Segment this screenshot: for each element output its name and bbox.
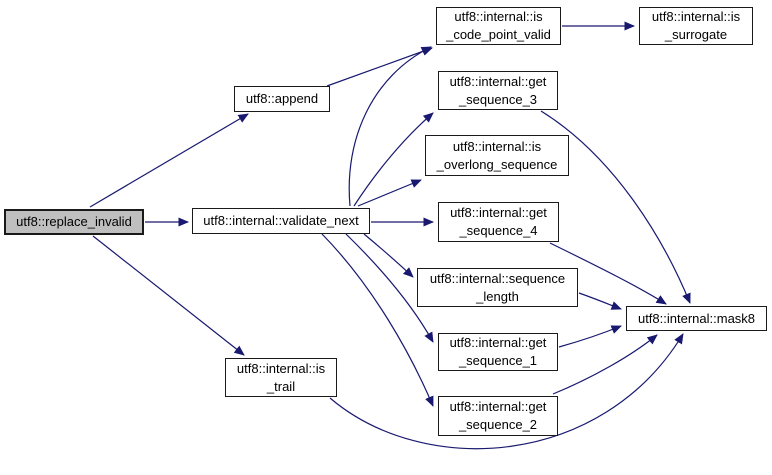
node-label-line: utf8::internal::is (236, 360, 326, 376)
edge-validate_next-to-is_code_point_valid (348, 46, 432, 207)
node-label-line: utf8::internal::get (449, 335, 547, 350)
node-label-line: _sequence_2 (458, 417, 538, 432)
node-label-line: _surrogate (664, 27, 728, 42)
node-label-line: utf8::internal::is (452, 138, 542, 154)
edge-get_sequence_4-to-mask8 (549, 242, 667, 305)
edge-validate_next-to-get_sequence_2 (321, 233, 434, 407)
edge-get_sequence_3-to-mask8 (540, 110, 691, 304)
node-get_sequence_2[interactable]: utf8::internal::get_sequence_2 (438, 396, 558, 436)
edge-validate_next-to-is_overlong_sequence (357, 179, 422, 207)
node-label-line: utf8::internal::mask8 (637, 310, 756, 326)
edge-validate_next-to-sequence_length (363, 233, 414, 278)
node-is_overlong_sequence[interactable]: utf8::internal::is_overlong_sequence (425, 135, 569, 176)
node-is_code_point_valid[interactable]: utf8::internal::is_code_point_valid (436, 7, 561, 45)
node-get_sequence_3[interactable]: utf8::internal::get_sequence_3 (438, 71, 558, 110)
edge-get_sequence_1-to-mask8 (558, 325, 622, 348)
node-sequence_length[interactable]: utf8::internal::sequence_length (417, 268, 578, 307)
node-is_trail[interactable]: utf8::internal::is_trail (225, 358, 337, 397)
node-label-line: _sequence_4 (459, 223, 538, 238)
edge-get_sequence_2-to-mask8 (552, 334, 658, 395)
node-append[interactable]: utf8::append (234, 86, 330, 112)
node-label-line: utf8::internal::get (449, 399, 547, 414)
node-label-line: _sequence_1 (458, 353, 538, 368)
node-is_surrogate[interactable]: utf8::internal::is_surrogate (639, 7, 753, 45)
node-label-line: _trail (266, 378, 296, 394)
node-label-line: _length (476, 288, 519, 304)
node-label-line: _sequence_3 (458, 91, 538, 107)
edge-append-to-is_code_point_valid (326, 47, 433, 87)
node-validate_next[interactable]: utf8::internal::validate_next (192, 208, 370, 234)
node-replace_invalid[interactable]: utf8::replace_invalid (4, 209, 144, 235)
edge-replace_invalid-to-is_trail (92, 235, 245, 356)
node-label-line: utf8::internal::sequence (429, 270, 566, 286)
node-label-line: utf8::internal::validate_next (203, 213, 359, 228)
node-get_sequence_1[interactable]: utf8::internal::get_sequence_1 (438, 333, 558, 371)
node-label-line: utf8::internal::is (454, 9, 543, 24)
edge-sequence_length-to-mask8 (578, 292, 622, 310)
node-label-line: utf8::internal::get (450, 205, 547, 220)
node-label-line: utf8::internal::is (651, 9, 741, 24)
node-mask8[interactable]: utf8::internal::mask8 (626, 306, 767, 331)
node-label-line: utf8::append (245, 91, 319, 106)
node-get_sequence_4[interactable]: utf8::internal::get_sequence_4 (438, 202, 559, 242)
node-label-line: _code_point_valid (446, 27, 551, 42)
edge-validate_next-to-get_sequence_1 (345, 233, 434, 343)
node-label-line: utf8::internal::get (449, 73, 547, 89)
node-label-line: _overlong_sequence (436, 156, 558, 172)
node-label-line: utf8::replace_invalid (16, 214, 132, 229)
edge-replace_invalid-to-append (89, 113, 249, 208)
edge-is_trail-to-mask8 (329, 333, 684, 450)
edge-validate_next-to-get_sequence_3 (353, 112, 434, 207)
